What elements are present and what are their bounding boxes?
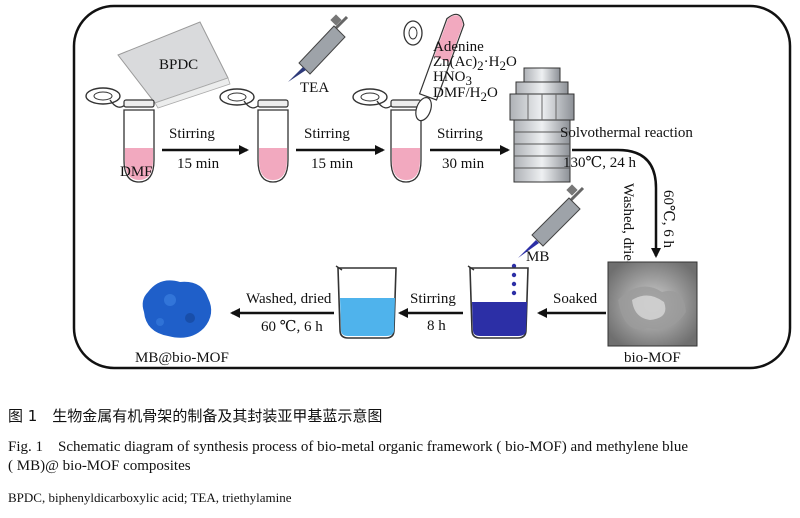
adenine-tube-icon [415,13,465,122]
step-3-time: 30 min [442,156,485,172]
tube-1-icon [85,87,155,183]
mb-bio-mof-label: MB@bio-MOF [135,350,229,366]
bio-mof-sem-image [607,261,698,347]
wash-2-label: Washed, dried [246,291,332,307]
caption-abbreviations: BPDC, biphenyldicarboxylic acid; TEA, tr… [8,490,292,505]
wash-2-conditions: 60 ℃, 6 h [261,319,323,335]
caption-english-line-1: Fig. 1 Schematic diagram of synthesis pr… [8,439,688,455]
stirring-4-label: Stirring [410,291,456,307]
stirring-4-time: 8 h [427,318,446,334]
step-1-time: 15 min [177,156,220,172]
bpdc-label: BPDC [159,57,198,73]
beaker-wash-icon [335,265,397,339]
dmf-label: DMF [120,164,153,180]
tube-3-icon [352,88,422,183]
dmf-water-label: DMF/H2O [433,85,498,104]
step-3-label: Stirring [437,126,483,142]
mb-bio-mof-powder-image [142,280,212,338]
hno3-label: HNO3 [433,69,472,88]
adenine-label: Adenine [433,39,484,55]
synthesis-scheme: BPDC DMF Stirring 15 min TEA Stirring 15… [72,4,792,370]
beaker-mb-icon [467,265,529,339]
tea-pipette-icon [288,14,349,82]
tea-label: TEA [300,80,329,96]
step-2-time: 15 min [311,156,354,172]
wash-1-conditions: 60℃, 6 h [660,190,676,249]
bio-mof-label: bio-MOF [624,350,681,366]
caption-chinese: 图 1 生物金属有机骨架的制备及其封装亚甲基蓝示意图 [8,407,383,425]
soaked-label: Soaked [553,291,598,307]
bpdc-paper-icon [117,21,231,109]
zn-salt-label: Zn(Ac)2·H2O [433,54,517,73]
wash-1-label: Washed, dried [620,183,636,269]
mb-label: MB [526,249,549,265]
mb-pipette-icon [518,184,585,258]
arrow-solvothermal [572,148,661,258]
scheme-frame [72,4,792,370]
caption-english-line-2: ( MB)@ bio-MOF composites [8,458,191,474]
solvothermal-label: Solvothermal reaction [560,125,693,141]
solvothermal-conditions: 130℃, 24 h [563,155,637,171]
adenine-tube-loop-icon [403,20,423,46]
mb-droplets [511,263,517,296]
step-1-label: Stirring [169,126,215,142]
tube-2-icon [219,88,289,183]
step-2-label: Stirring [304,126,350,142]
autoclave-icon [509,67,575,183]
